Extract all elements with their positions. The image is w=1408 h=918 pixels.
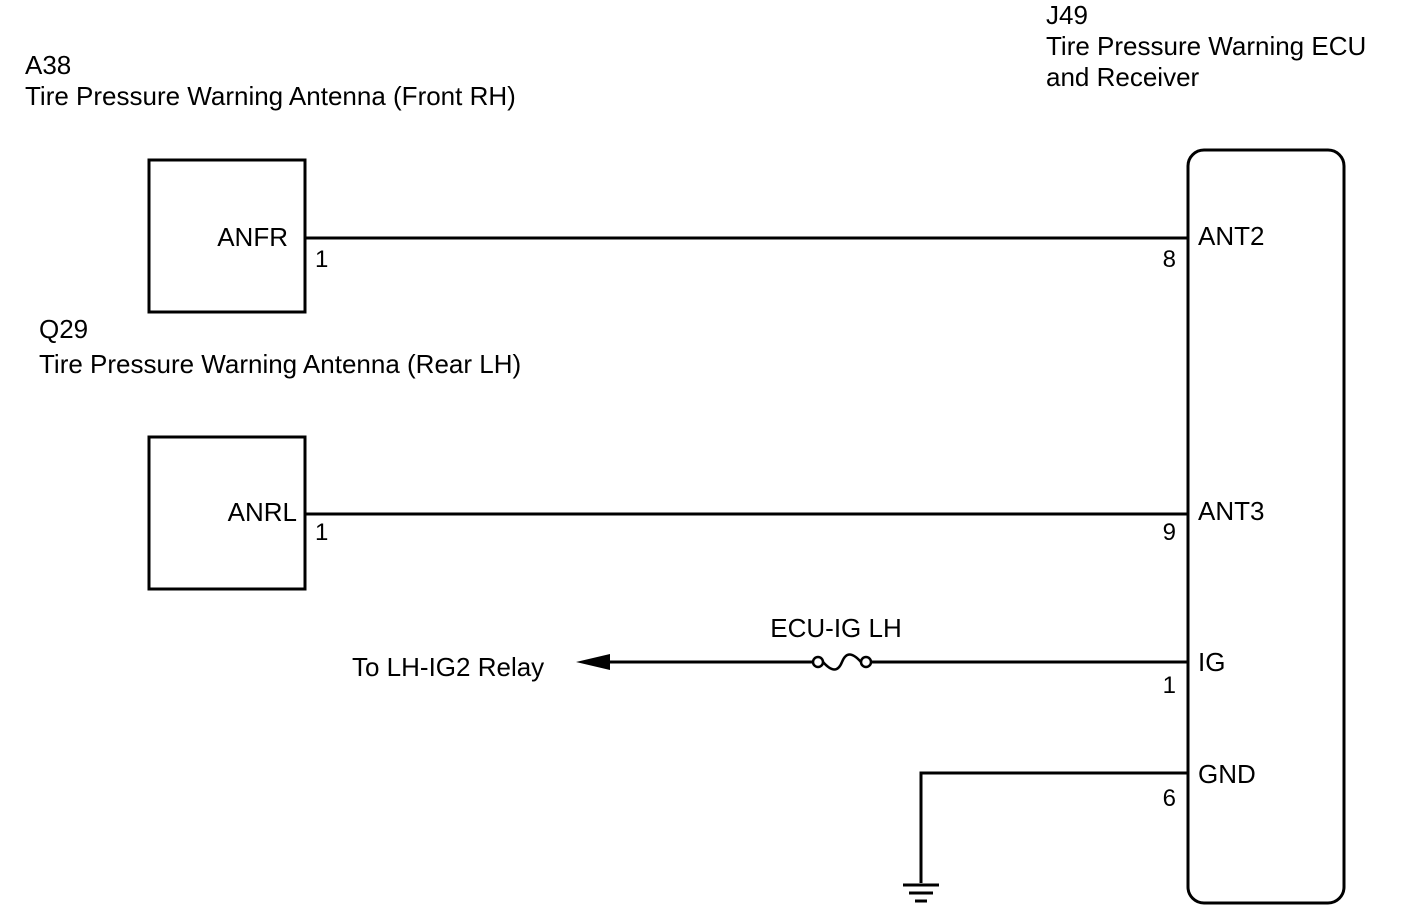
q29-name: Tire Pressure Warning Antenna (Rear LH) (39, 349, 521, 379)
a38-pin-number: 1 (315, 246, 328, 273)
ground-icon (903, 883, 939, 903)
j49-terminal-ant3: ANT3 (1198, 496, 1264, 526)
j49-pin-ant2: 8 (1163, 246, 1176, 273)
j49-ecu-box (1186, 148, 1346, 905)
j49-pin-ig: 1 (1163, 672, 1176, 699)
q29-terminal-label: ANRL (228, 497, 297, 527)
a38-terminal-label: ANFR (217, 222, 288, 252)
wire-gnd (919, 771, 1188, 883)
q29-connector-box (147, 435, 307, 591)
j49-name-line2: and Receiver (1046, 62, 1200, 92)
q29-code: Q29 (39, 314, 88, 344)
j49-pin-gnd: 6 (1163, 785, 1176, 812)
j49-name-line1: Tire Pressure Warning ECU (1046, 31, 1366, 61)
q29-pin-number: 1 (315, 519, 328, 546)
j49-pin-ant3: 9 (1163, 519, 1176, 546)
j49-terminal-ig: IG (1198, 647, 1225, 677)
a38-code: A38 (25, 50, 71, 80)
arrow-left-icon (576, 654, 610, 670)
j49-terminal-gnd: GND (1198, 759, 1256, 789)
fuse-icon (811, 653, 873, 671)
relay-label: To LH-IG2 Relay (352, 652, 544, 682)
j49-terminal-ant2: ANT2 (1198, 221, 1264, 251)
a38-name: Tire Pressure Warning Antenna (Front RH) (25, 81, 516, 111)
a38-connector-box (147, 158, 307, 314)
fuse-label: ECU-IG LH (770, 613, 901, 643)
j49-code: J49 (1046, 0, 1088, 30)
